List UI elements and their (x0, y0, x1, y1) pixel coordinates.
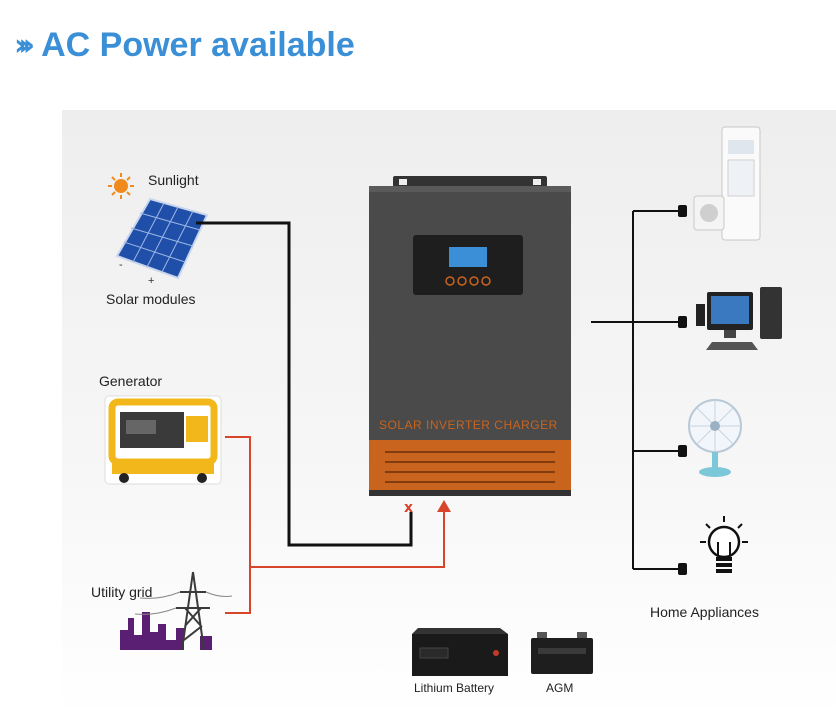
svg-text:-: - (119, 259, 123, 271)
ac-feed-line (250, 510, 445, 568)
ac-line (225, 436, 251, 614)
inverter-label: SOLAR INVERTER CHARGER (379, 418, 558, 432)
sun-icon (108, 173, 134, 199)
sunlight-label: Sunlight (148, 172, 199, 188)
inverter-unit (369, 176, 571, 496)
utility-grid-icon (120, 571, 233, 651)
svg-text:+: + (148, 275, 154, 287)
output-bus (591, 210, 678, 570)
plug-icons (678, 205, 687, 575)
lithium-battery-label: Lithium Battery (414, 681, 495, 695)
page-header: ››› AC Power available (14, 20, 355, 70)
utility-grid-label: Utility grid (91, 584, 153, 600)
air-conditioner-icon (693, 126, 761, 241)
fan-icon (688, 399, 742, 477)
light-bulb-icon (700, 516, 748, 573)
ac-arrow-icon (437, 500, 451, 512)
agm-battery-icon (531, 632, 593, 674)
generator-icon (104, 395, 222, 485)
solar-panel-icon: - + (115, 197, 209, 287)
solar-modules-label: Solar modules (106, 291, 196, 307)
page-title: AC Power available (41, 25, 355, 64)
home-appliances-label: Home Appliances (650, 604, 759, 620)
dc-line (196, 221, 413, 547)
generator-label: Generator (99, 373, 163, 389)
lithium-battery-icon (412, 628, 508, 676)
dc-terminal-mark: x (404, 500, 413, 516)
agm-label: AGM (546, 681, 574, 695)
computer-icon (696, 287, 782, 350)
